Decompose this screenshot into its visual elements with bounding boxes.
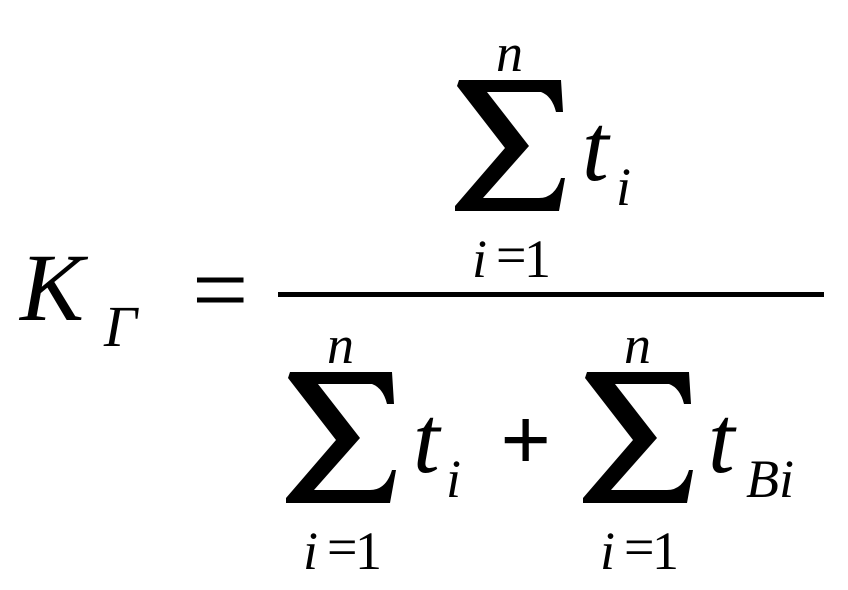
denominator-sum2-index: i <box>600 521 616 581</box>
denominator-term2-symbol: t <box>708 386 735 493</box>
denominator-term1-symbol: t <box>413 386 440 493</box>
denominator-sum1-start: 1 <box>355 521 382 581</box>
numerator-term-symbol: t <box>582 94 609 201</box>
denominator-term1-subscript: i <box>446 449 462 509</box>
plus-sign: + <box>500 391 552 490</box>
denominator-sigma-1-icon <box>286 372 396 503</box>
denominator-sigma-2-icon <box>583 372 693 503</box>
lhs-subscript: Г <box>104 294 137 359</box>
numerator-sigma-icon <box>455 80 565 211</box>
numerator-sum-start: 1 <box>524 229 551 289</box>
denominator-term2-subscript: Bi <box>746 449 794 509</box>
numerator-term-subscript: i <box>616 157 632 217</box>
denominator-sum2-upper: n <box>624 315 651 375</box>
numerator-sum-index: i <box>472 229 488 289</box>
fraction-bar <box>278 292 824 297</box>
numerator-sum-eq: = <box>496 225 527 285</box>
denominator-sum2-eq: = <box>624 517 655 577</box>
numerator-sum-upper: n <box>496 23 523 83</box>
denominator-sum2-start: 1 <box>652 521 679 581</box>
equals-sign: = <box>192 234 249 345</box>
denominator-sum1-index: i <box>303 521 319 581</box>
denominator-sum1-eq: = <box>327 517 358 577</box>
denominator-sum1-upper: n <box>327 315 354 375</box>
lhs-symbol: K <box>20 234 85 341</box>
